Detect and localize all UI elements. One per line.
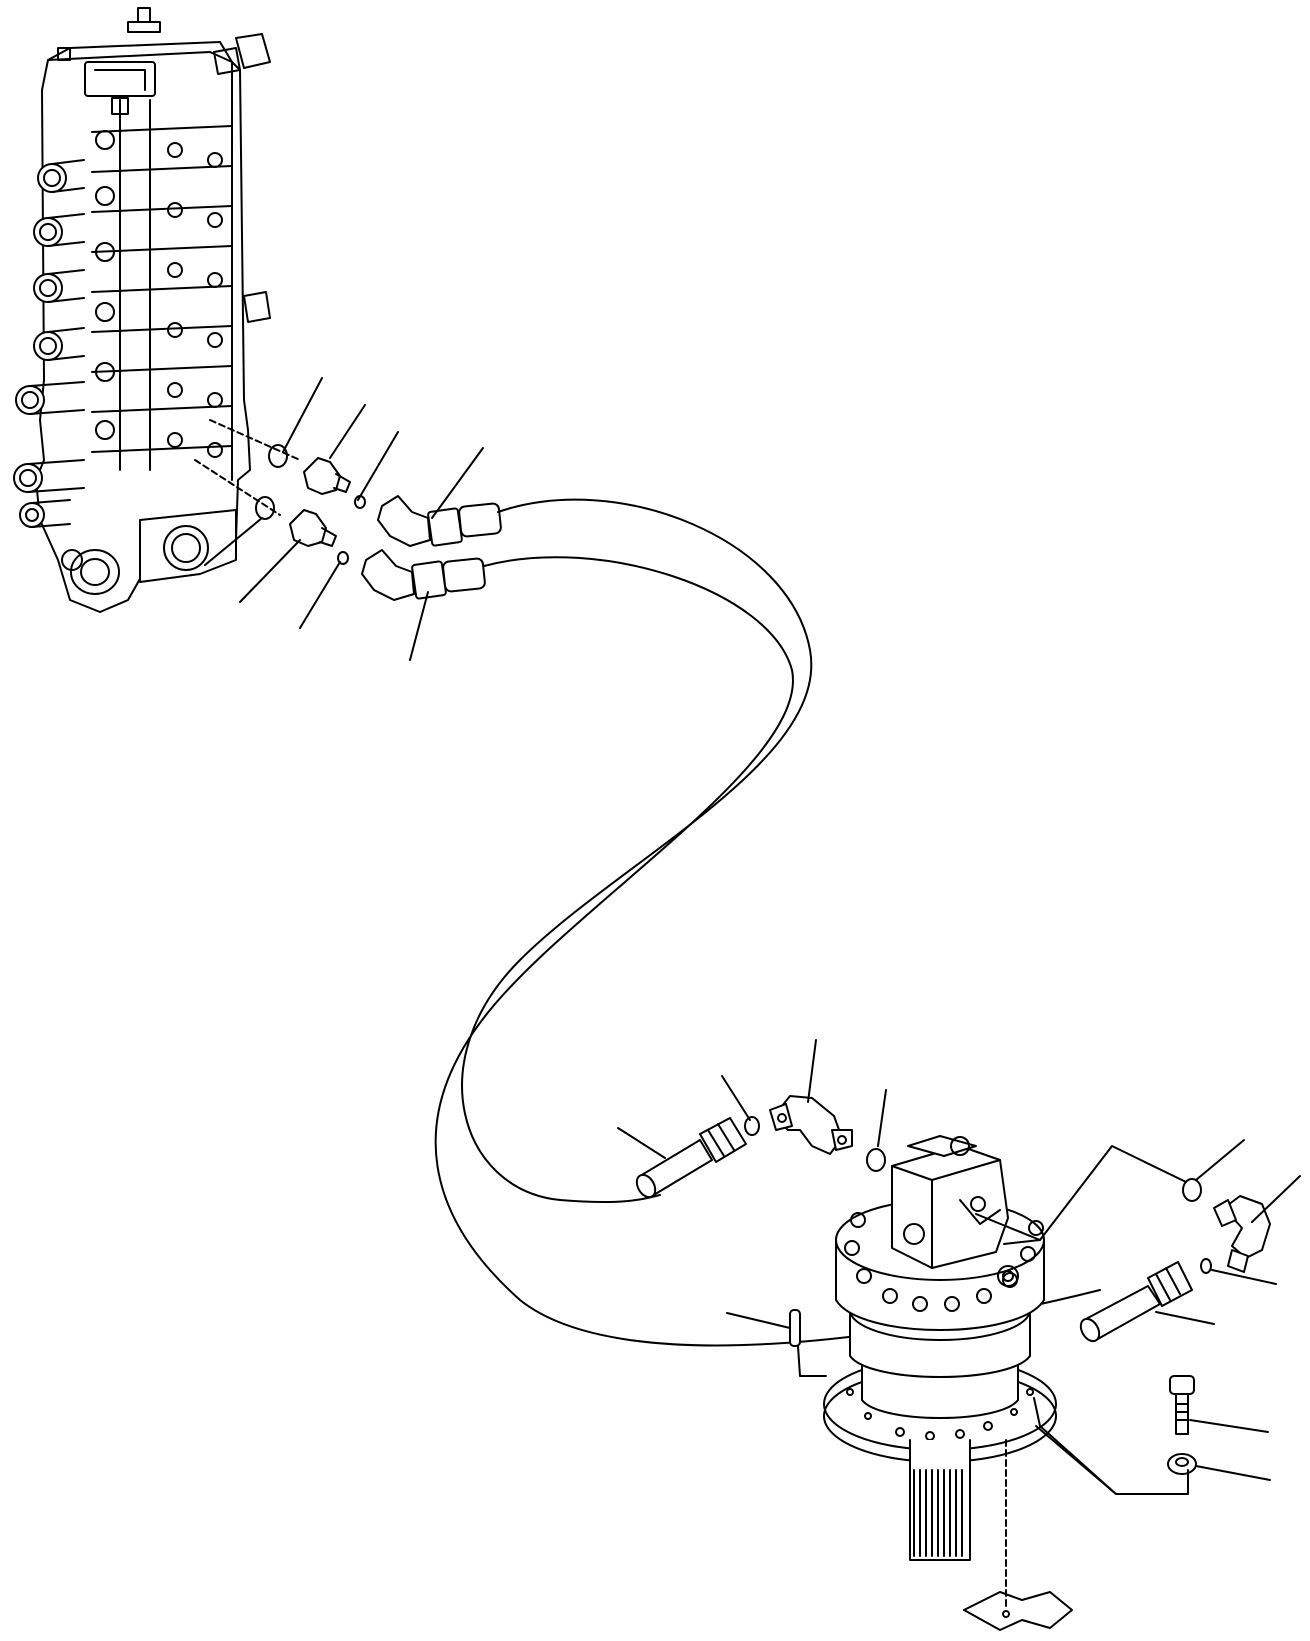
elbow-fitting-mid [769, 1095, 853, 1155]
spline-teeth [913, 1469, 963, 1557]
hose-2 [434, 556, 1101, 1347]
hose-fitting-right [1079, 1261, 1193, 1343]
control-valve [13, 7, 271, 613]
knock-pin [726, 1309, 827, 1377]
valve-ports [95, 130, 223, 458]
lower-middle-fittings [617, 1039, 887, 1199]
right-fittings [975, 1139, 1301, 1495]
adapter-upper [303, 457, 351, 495]
hoses [434, 498, 1101, 1347]
mounting-bolt [1169, 1375, 1195, 1435]
motor-bolts [844, 1212, 1044, 1312]
swing-motor [726, 1135, 1073, 1631]
hose-end-lower [361, 549, 486, 601]
washer [1167, 1453, 1197, 1475]
upper-fittings [194, 377, 502, 661]
o-ring-upper-1 [268, 444, 288, 468]
elbow-fitting-right [1213, 1195, 1271, 1273]
hose-end-upper [377, 495, 502, 547]
adapter-lower [289, 509, 337, 547]
o-ring-right [1182, 1178, 1202, 1202]
o-ring-lower-1 [255, 496, 275, 520]
spool-caps-left [13, 159, 85, 528]
ground-symbol [963, 1591, 1073, 1631]
hose-1 [461, 498, 813, 1204]
hose-fitting-mid [635, 1117, 747, 1199]
